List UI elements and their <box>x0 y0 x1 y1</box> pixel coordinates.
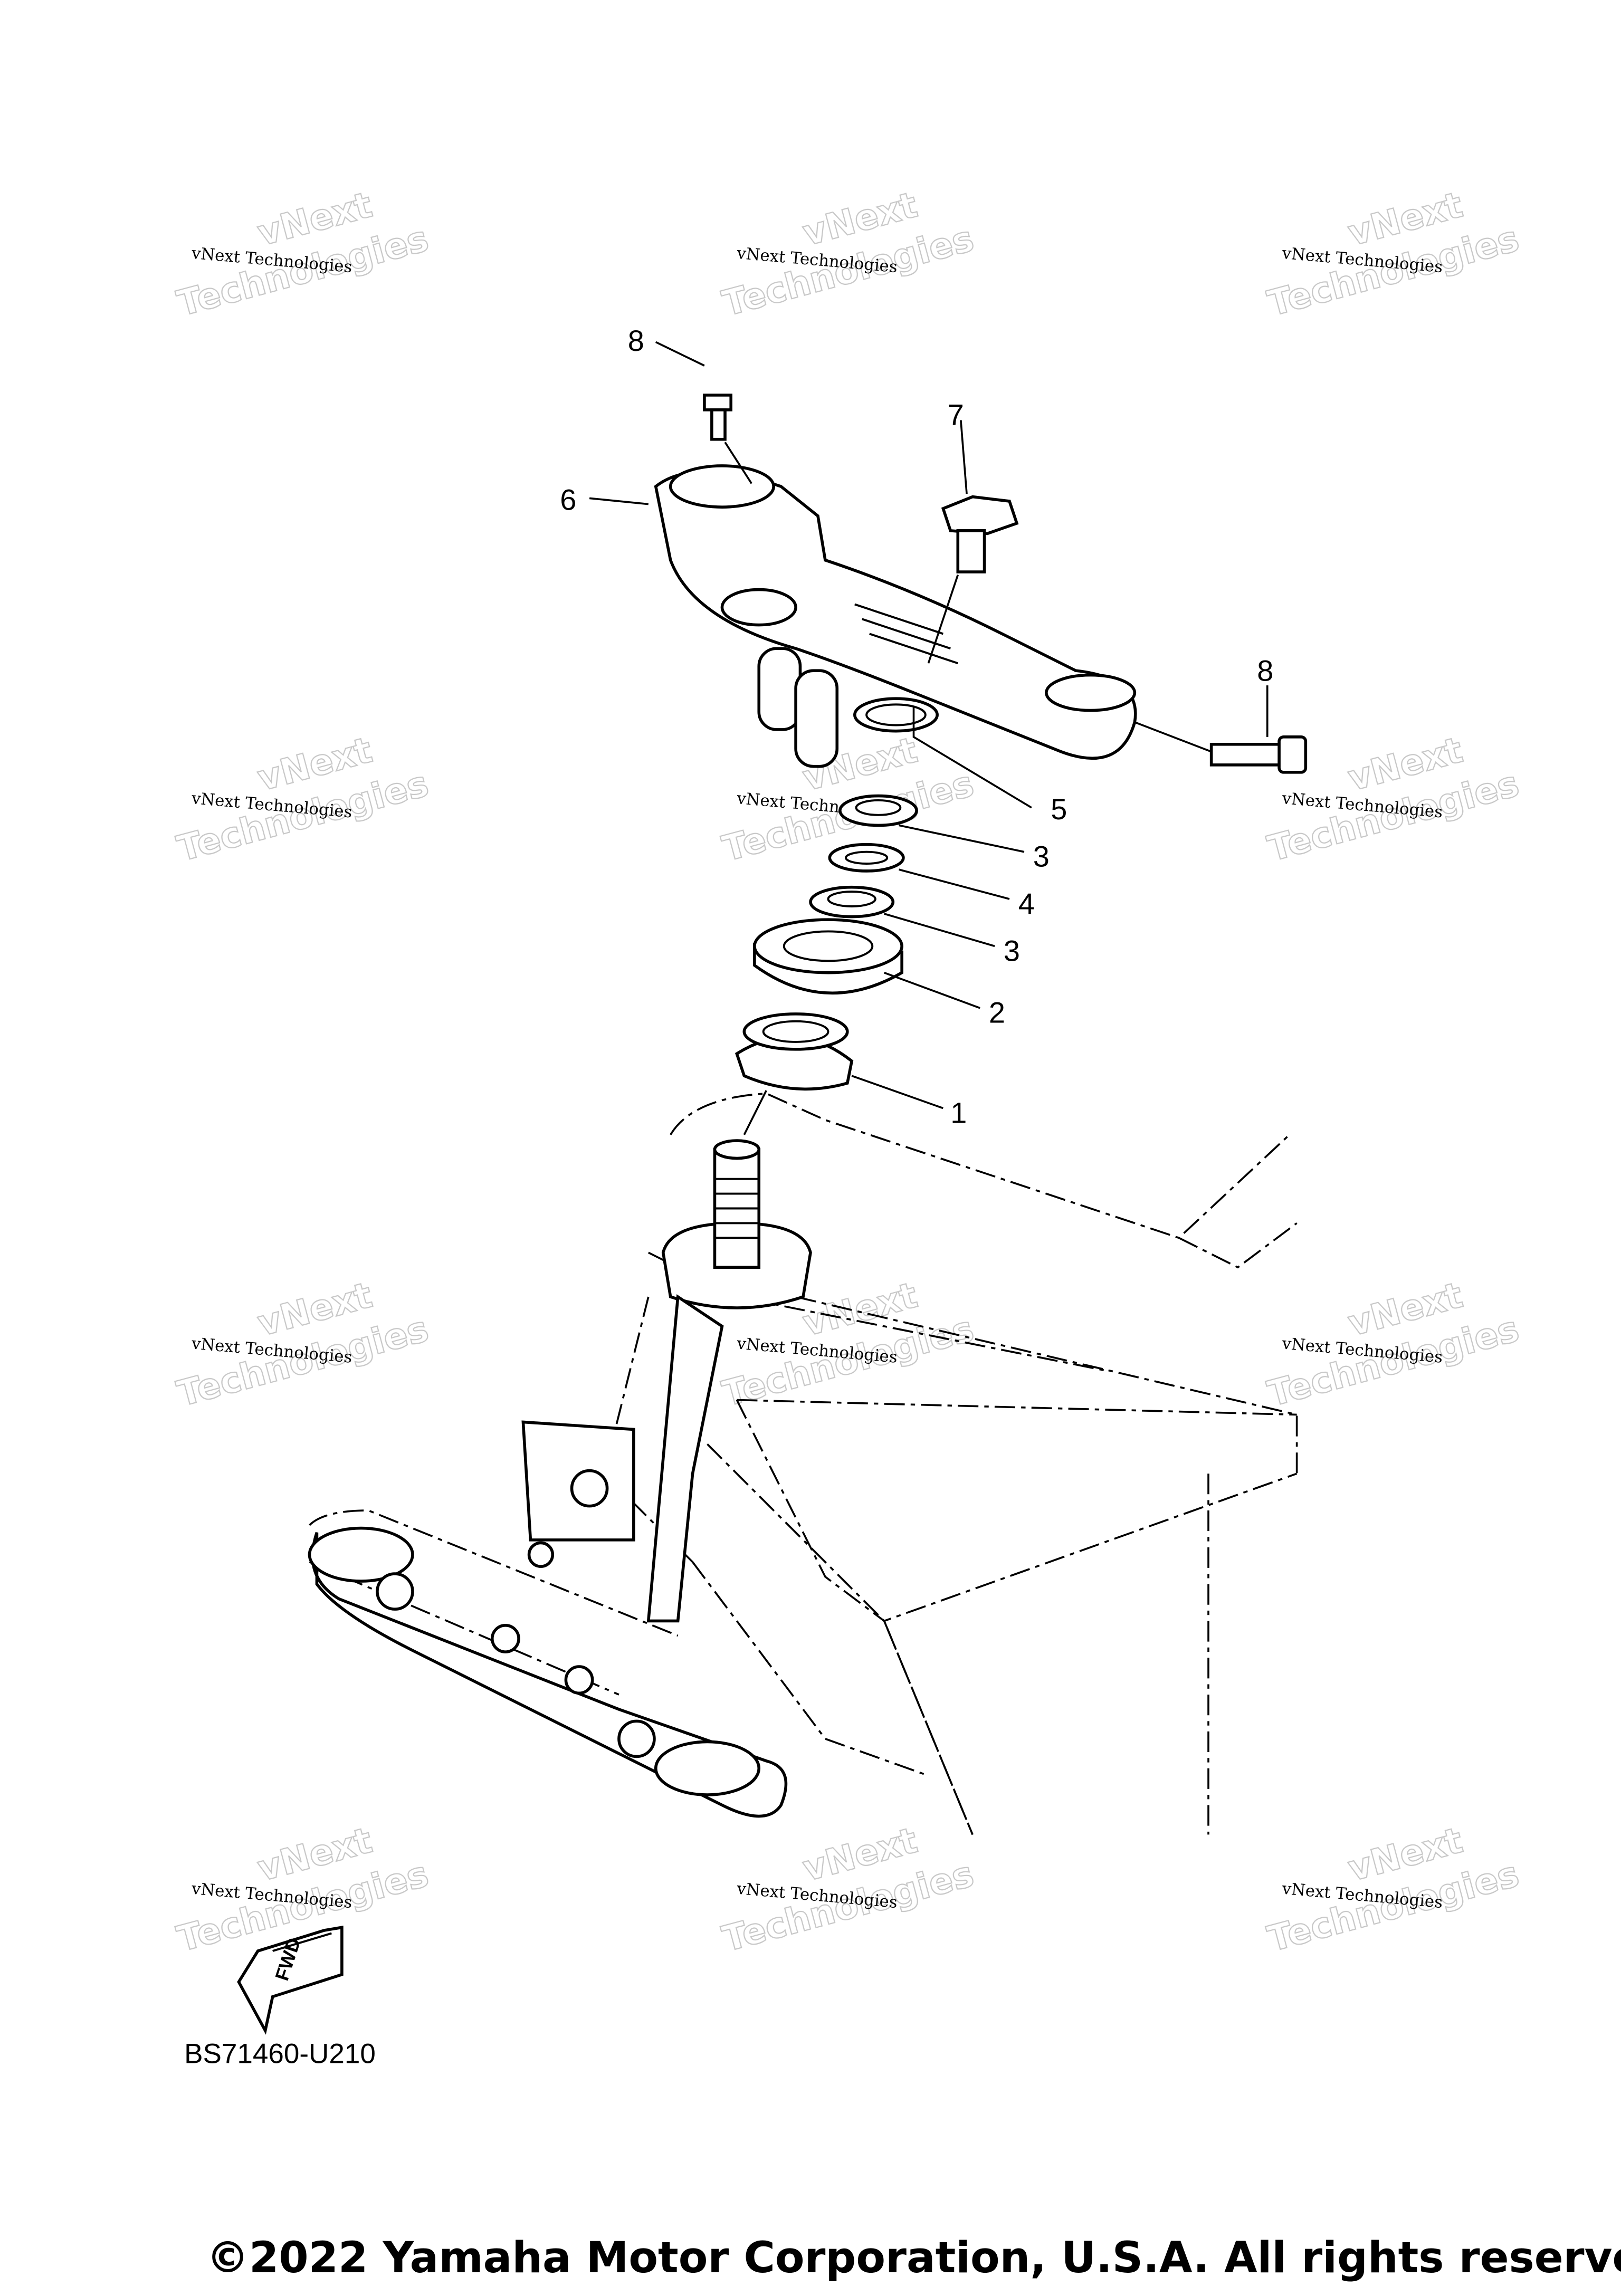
callout-8-top: 8 <box>628 324 644 357</box>
frame-outline <box>309 1092 1298 1835</box>
callout-5: 5 <box>1051 792 1067 826</box>
callout-4: 4 <box>1018 887 1035 920</box>
callout-7: 7 <box>948 398 964 431</box>
copyright-notice: ©2022 Yamaha Motor Corporation, U.S.A. A… <box>206 2233 1621 2283</box>
part-8-bolt-top <box>703 394 732 441</box>
part-2-seal <box>753 918 903 995</box>
lower-bracket <box>308 1139 812 1818</box>
part-7-bolt <box>941 495 1019 573</box>
leader-lines <box>589 341 1269 1135</box>
part-4-washer <box>828 843 905 873</box>
callout-1: 1 <box>950 1096 967 1130</box>
part-8-bolt-right <box>1209 735 1308 774</box>
fwd-arrow-icon: FWD <box>237 1926 344 2035</box>
callout-8-right: 8 <box>1257 654 1273 687</box>
callout-3-upper: 3 <box>1033 840 1050 873</box>
diagram-code: BS71460-U210 <box>184 2038 376 2069</box>
part-3-ring-nut-upper <box>838 794 918 827</box>
callout-2: 2 <box>989 996 1005 1029</box>
callout-3-lower: 3 <box>1004 934 1020 967</box>
part-3-ring-nut-lower <box>809 885 895 919</box>
part-6-upper-bracket <box>654 464 1137 768</box>
callout-6: 6 <box>560 483 576 516</box>
part-5-lock-washer <box>853 697 939 733</box>
part-1-bearing <box>735 1012 854 1091</box>
